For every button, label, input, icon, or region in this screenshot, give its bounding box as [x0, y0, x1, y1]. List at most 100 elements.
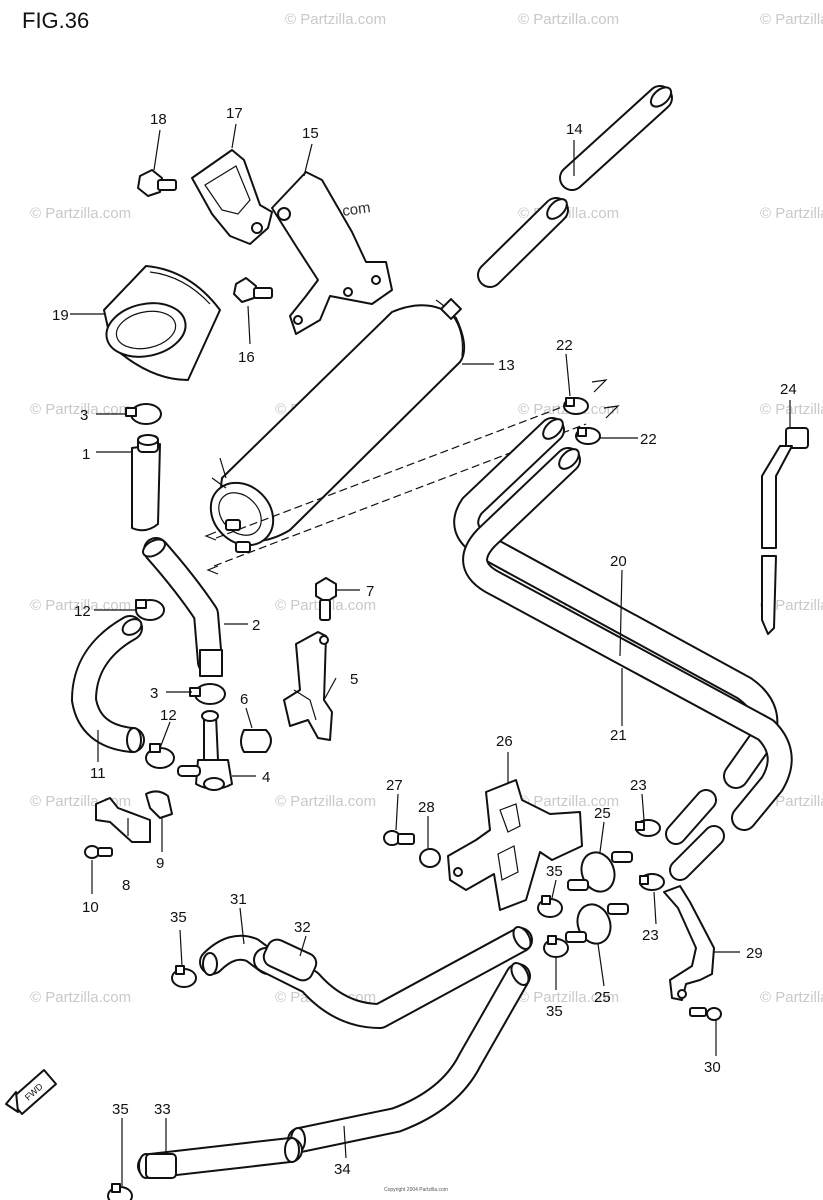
callout-23: 23 [630, 777, 647, 794]
callout-22: 22 [556, 337, 573, 354]
callout-34: 34 [334, 1161, 351, 1178]
callout-32: 32 [294, 919, 311, 936]
part-32-hose [253, 926, 533, 1029]
callout-27: 27 [386, 777, 403, 794]
watermark: © Partzilla.com [760, 989, 823, 1006]
callout-25: 25 [594, 805, 611, 822]
watermark: © Partzilla.com [760, 11, 823, 28]
part-23-clamp [635, 819, 661, 837]
callout-1: 1 [82, 446, 90, 463]
callout-25: 25 [594, 989, 611, 1006]
callout-8: 8 [122, 877, 130, 894]
part-22-clamp [575, 427, 601, 445]
watermark: © Partzilla.com [518, 793, 619, 810]
callout-20: 20 [610, 553, 627, 570]
watermark: © Partzilla.com [760, 401, 823, 418]
part-8-bracket [95, 797, 151, 843]
part-6-grommet [240, 729, 272, 753]
callout-5: 5 [350, 671, 358, 688]
part-9-clip [145, 790, 173, 819]
callout-19: 19 [52, 307, 69, 324]
callout-23: 23 [642, 927, 659, 944]
part-14-hose-pieces [477, 85, 673, 288]
copyright-footer: Copyright 2004 Partzilla.com [384, 1187, 448, 1193]
part-25-valve [567, 851, 633, 893]
part-35-clamp [171, 965, 197, 988]
part-15-bracket [271, 171, 393, 335]
watermark: © Partzilla.com [760, 597, 823, 614]
part-16-bolt [233, 277, 273, 303]
part-20-21-vacuum-lines [453, 417, 793, 881]
part-23-clamp [639, 873, 665, 891]
part-19-rubber-sleeve [103, 265, 221, 381]
fwd-badge: FWD [5, 1069, 57, 1115]
callout-labels: 1 2 3 3 4 5 6 7 8 9 10 11 12 12 13 14 15… [52, 105, 797, 1178]
part-35-clamp [543, 935, 569, 958]
part-22-clamp [563, 397, 589, 415]
part-3-clamp [189, 683, 226, 705]
part-35-clamp [537, 895, 563, 918]
leader-lines [70, 123, 791, 1186]
watermark: © Partzilla.com [30, 205, 131, 222]
callout-35: 35 [546, 1003, 563, 1020]
callout-28: 28 [418, 799, 435, 816]
part-31-hose [199, 934, 281, 976]
callout-14: 14 [566, 121, 583, 138]
part-35-clamp [107, 1183, 133, 1200]
callout-35: 35 [170, 909, 187, 926]
callout-35: 35 [546, 863, 563, 880]
callout-15: 15 [302, 125, 319, 142]
callout-6: 6 [240, 691, 248, 708]
figure-title: FIG.36 [22, 8, 90, 33]
part-33-hose [137, 1137, 303, 1179]
callout-11: 11 [90, 765, 106, 782]
part-30-screw [689, 1007, 722, 1021]
callout-2: 2 [252, 617, 260, 634]
watermark: © Partzilla.com [518, 11, 619, 28]
part-5-bracket [283, 631, 333, 741]
part-7-bolt [315, 577, 337, 621]
callout-30: 30 [704, 1059, 721, 1076]
callout-22: 22 [640, 431, 657, 448]
callout-4: 4 [262, 769, 270, 786]
part-4-valve [177, 710, 233, 791]
part-10-screw [84, 845, 113, 859]
callout-9: 9 [156, 855, 164, 872]
part-18-bolt [137, 169, 177, 197]
callout-10: 10 [82, 899, 99, 916]
part-11-hose [71, 615, 145, 753]
part-1-hose [131, 434, 161, 532]
part-13-canister [209, 298, 466, 553]
watermark: © Partzilla.com [760, 205, 823, 222]
callout-12: 12 [74, 603, 91, 620]
callout-31: 31 [230, 891, 247, 908]
callout-18: 18 [150, 111, 167, 128]
watermark: © Partzilla.com [30, 989, 131, 1006]
part-2-hose [142, 537, 223, 677]
callout-12: 12 [160, 707, 177, 724]
watermark: © Partzilla.com [285, 11, 386, 28]
part-26-bracket [447, 779, 583, 911]
part-24-tie-strap [761, 427, 809, 635]
callout-16: 16 [238, 349, 255, 366]
part-12-clamp [145, 743, 175, 769]
callout-21: 21 [610, 727, 627, 744]
part-25-valve [565, 903, 629, 945]
callout-26: 26 [496, 733, 513, 750]
part-27-bolt [383, 830, 415, 846]
callout-13: 13 [498, 357, 515, 374]
callout-3: 3 [150, 685, 158, 702]
callout-7: 7 [366, 583, 374, 600]
watermark: © Partzilla.com [518, 989, 619, 1006]
watermark: © Partzilla.com [275, 793, 376, 810]
callout-35: 35 [112, 1101, 129, 1118]
callout-24: 24 [780, 381, 797, 398]
part-28-nut [419, 848, 441, 868]
callout-3: 3 [80, 407, 88, 424]
part-12-clamp [135, 599, 165, 621]
part-29-bracket [663, 885, 715, 1001]
callout-29: 29 [746, 945, 763, 962]
callout-33: 33 [154, 1101, 171, 1118]
